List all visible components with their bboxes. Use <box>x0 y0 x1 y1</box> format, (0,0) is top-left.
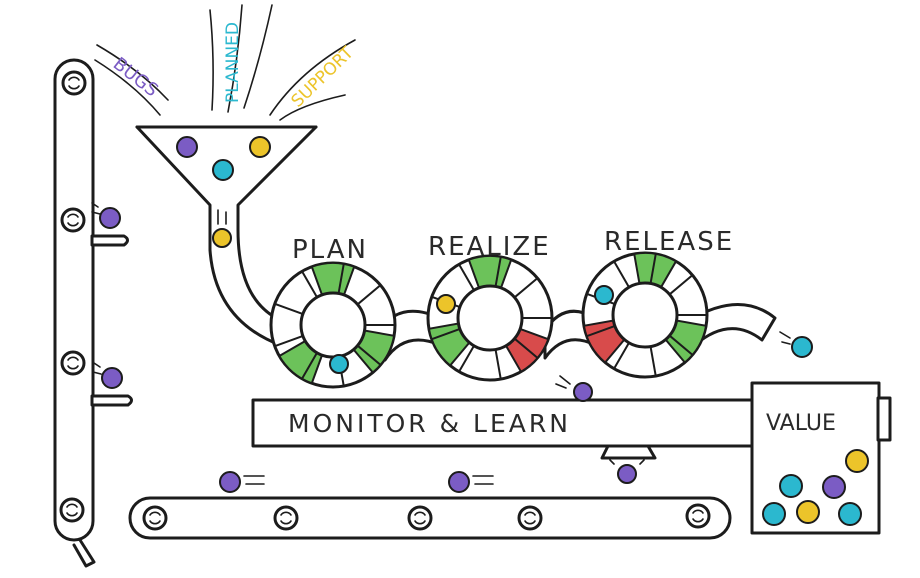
ring-divider <box>494 349 502 380</box>
conveyor-roller-icon <box>61 70 87 96</box>
conveyor-roller-icon <box>273 505 299 531</box>
conveyor-shelf <box>90 394 133 407</box>
ring-divider <box>274 335 304 348</box>
ring-divider <box>513 337 539 359</box>
conveyor-shelf <box>90 234 129 247</box>
plan-ring <box>269 261 397 389</box>
left-vertical-conveyor <box>53 58 133 568</box>
funnel <box>135 125 318 347</box>
ring-inner <box>611 281 679 349</box>
conveyor-roller-icon <box>685 503 711 529</box>
purple-ball <box>448 471 470 493</box>
ring-inner <box>299 291 367 359</box>
yellow-ball <box>845 449 869 473</box>
value-label: VALUE <box>766 411 836 436</box>
realize-stage-label: REALIZE <box>428 232 551 262</box>
bugs-input-label: BUGS <box>109 53 162 101</box>
purple-ball <box>99 207 121 229</box>
monitor-learn-bar <box>251 375 765 484</box>
ring-divider <box>356 344 382 366</box>
cyan-ball <box>594 285 614 305</box>
release-ring <box>581 251 709 379</box>
input-streams <box>94 4 356 121</box>
ring-divider <box>586 325 616 338</box>
planned-input-label: PLANNED <box>223 22 243 103</box>
ring-divider <box>649 346 657 377</box>
cyan-ball <box>329 354 349 374</box>
ring-divider <box>301 352 318 380</box>
conveyor-roller-icon <box>60 207 86 233</box>
yellow-ball <box>249 136 271 158</box>
ring-divider <box>613 260 630 288</box>
ring-divider <box>356 284 382 306</box>
bottom-conveyor <box>128 471 732 540</box>
ring-divider <box>274 302 304 315</box>
cyan-ball <box>762 502 786 526</box>
monitor-learn-label: MONITOR & LEARN <box>288 409 571 438</box>
purple-ball <box>573 382 593 402</box>
conveyor-roller-icon <box>517 505 543 531</box>
conveyor-roller-icon <box>142 505 168 531</box>
conveyor-roller-icon <box>59 497 85 523</box>
plan-stage-label: PLAN <box>292 235 368 265</box>
purple-ball <box>176 136 198 158</box>
purple-ball <box>101 367 123 389</box>
yellow-ball <box>436 294 456 314</box>
purple-ball <box>617 464 637 484</box>
cyan-ball <box>791 336 813 358</box>
yellow-ball <box>796 500 820 524</box>
ring-divider <box>513 277 539 299</box>
ring-divider <box>458 263 475 291</box>
ring-divider <box>494 256 502 287</box>
ring-divider <box>337 263 345 294</box>
value-box <box>750 381 892 535</box>
cyan-ball <box>779 474 803 498</box>
stage-rings <box>269 251 709 389</box>
ring-divider <box>458 345 475 373</box>
purple-ball <box>822 475 846 499</box>
realize-ring <box>426 254 554 382</box>
release-stage-label: RELEASE <box>604 227 734 257</box>
conveyor-roller-icon <box>407 505 433 531</box>
ring-divider <box>668 334 694 356</box>
ring-divider <box>301 270 318 298</box>
ring-divider <box>668 274 694 296</box>
ring-inner <box>456 284 524 352</box>
yellow-ball <box>212 228 232 248</box>
conveyor-roller-icon <box>60 350 86 376</box>
ring-divider <box>613 342 630 370</box>
ring-divider <box>649 253 657 284</box>
purple-ball <box>219 471 241 493</box>
cyan-ball <box>838 502 862 526</box>
ring-divider <box>431 328 461 341</box>
cyan-ball <box>212 159 234 181</box>
